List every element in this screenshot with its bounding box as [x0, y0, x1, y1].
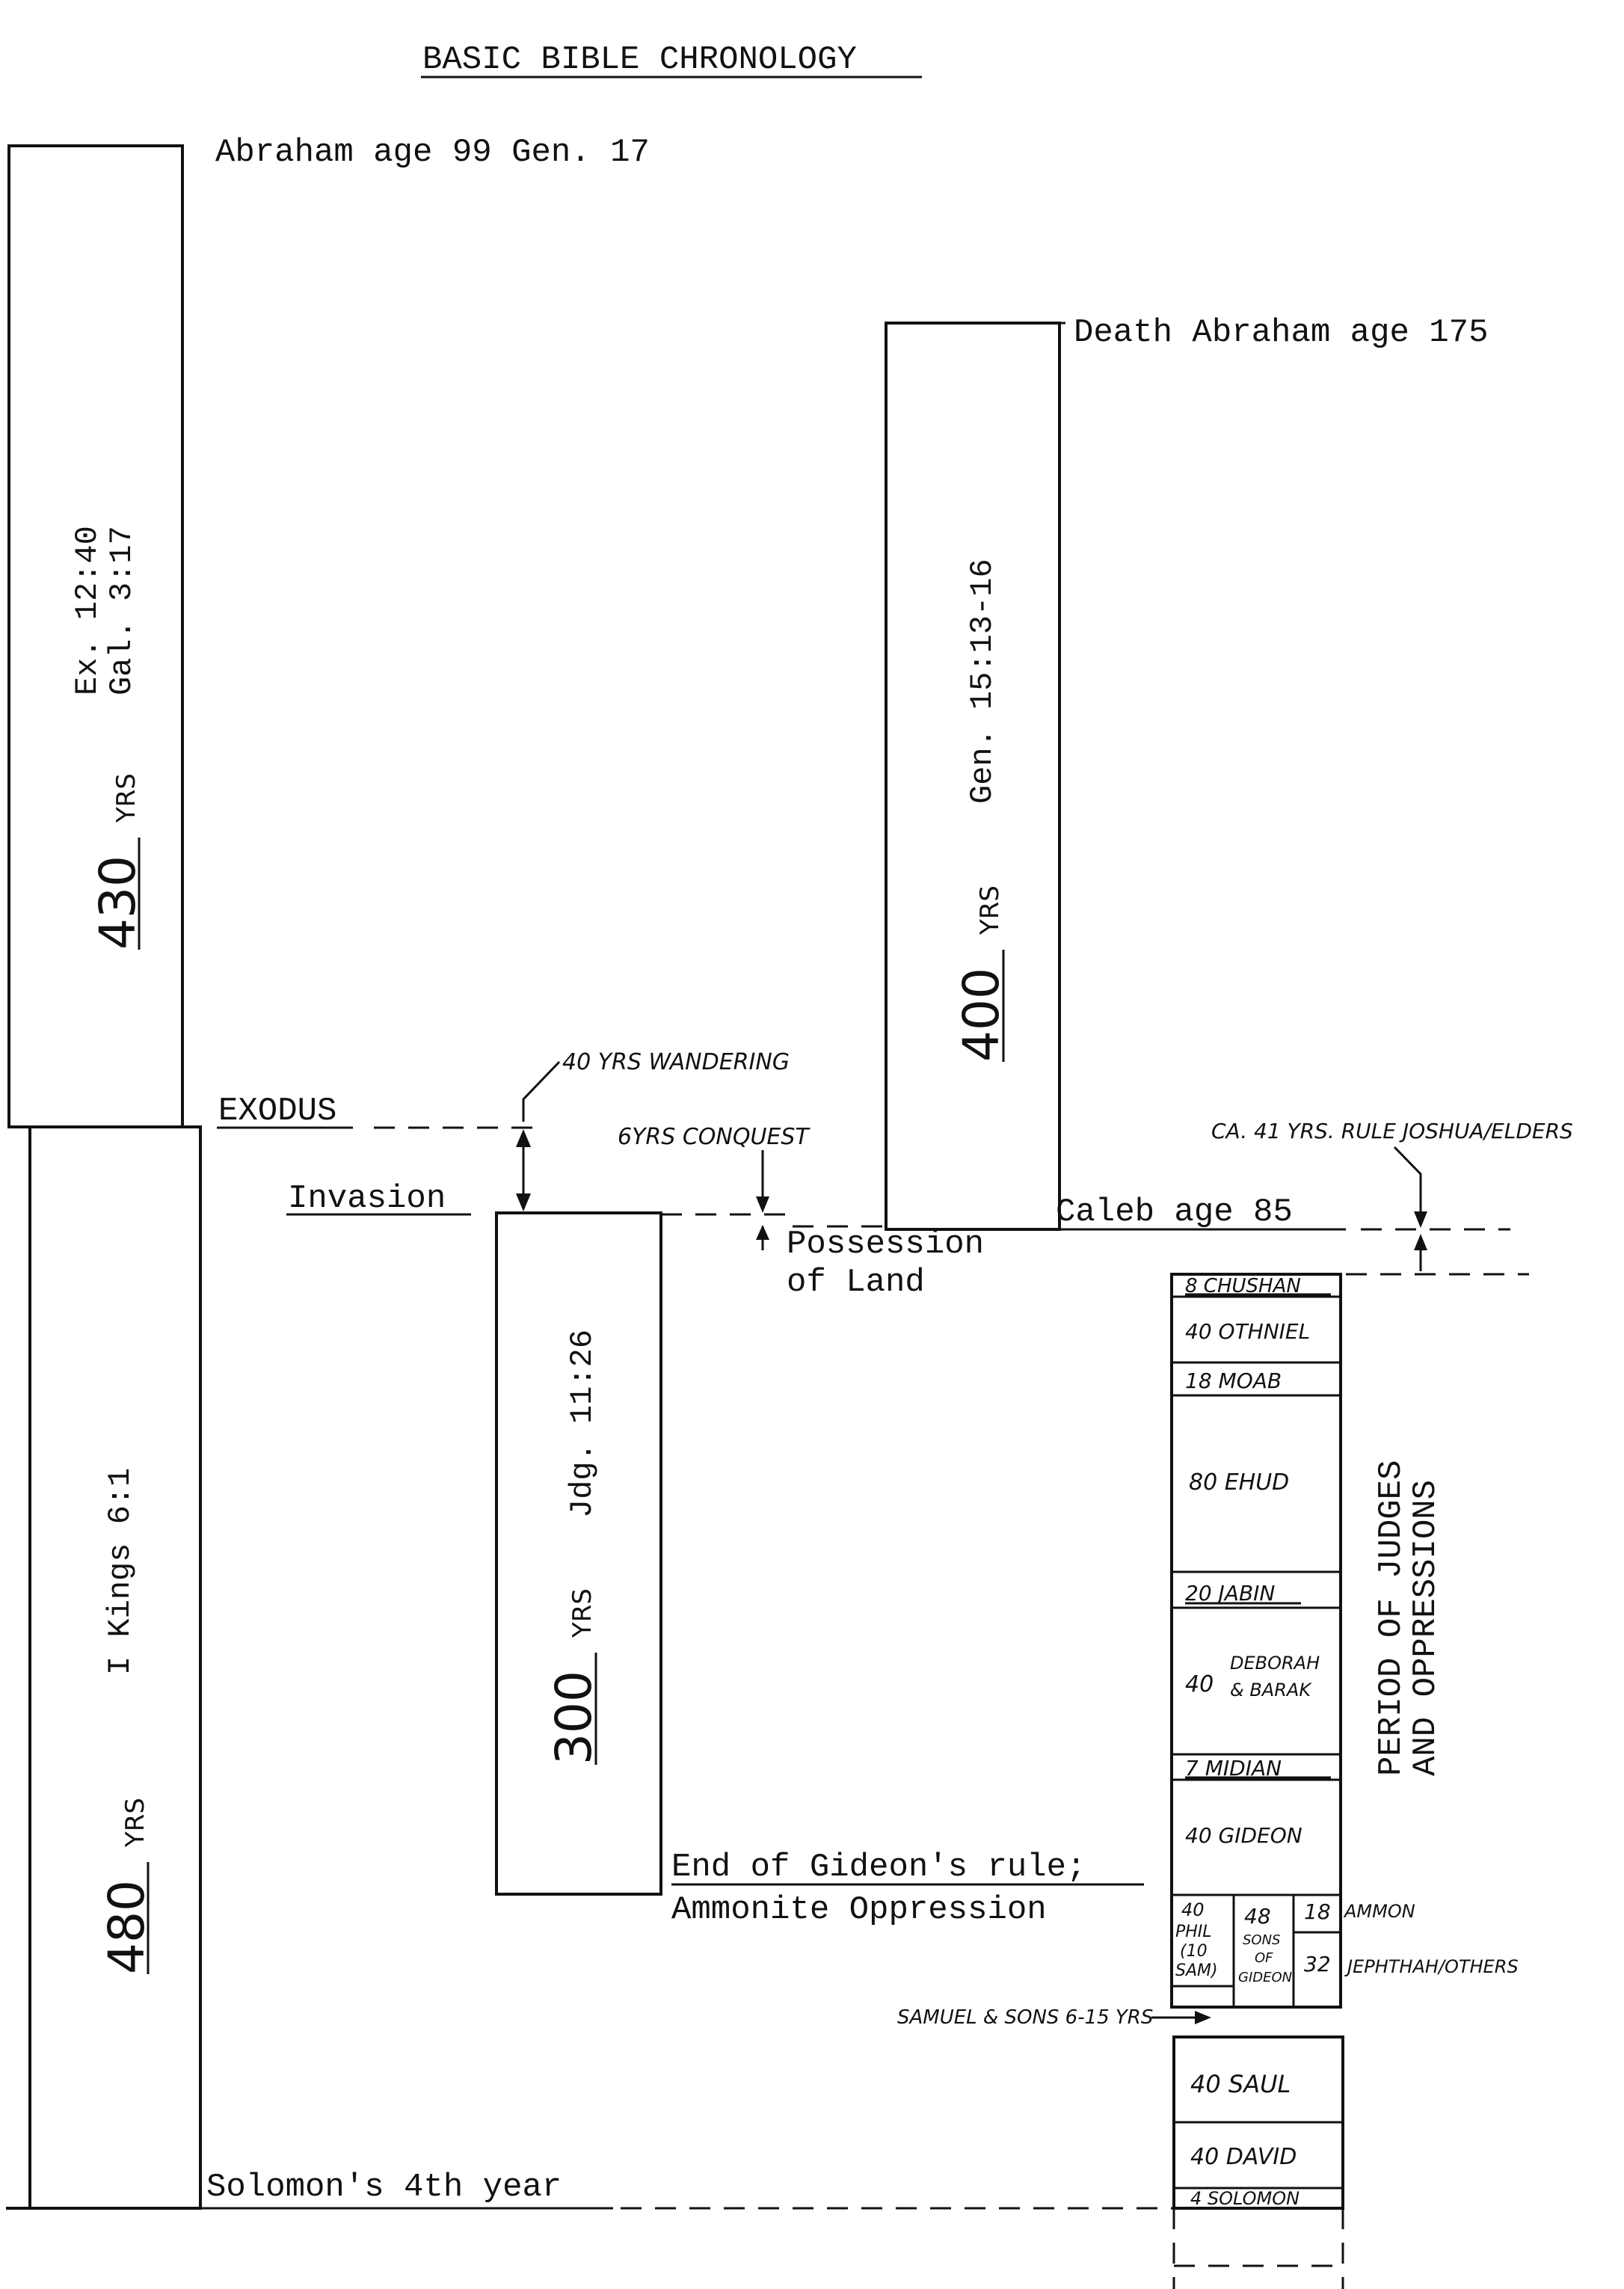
label-exodus: EXODUS [218, 1093, 336, 1130]
phil-line3: (10 [1180, 1942, 1208, 1961]
judge-deborah-line1: DEBORAH [1230, 1653, 1320, 1674]
judge-gideon: 40 GIDEON [1185, 1823, 1302, 1848]
phil-line4: SAM) [1175, 1961, 1218, 1980]
samuel-arrow-head [1195, 2011, 1211, 2024]
bar-480-label: 480 YRS [98, 1798, 156, 1974]
label-samuel-sons: SAMUEL & SONS 6-15 YRS [897, 2006, 1153, 2029]
label-conquest: 6YRS CONQUEST [618, 1124, 811, 1150]
ammon-num: 18 [1304, 1899, 1331, 1924]
joshua-arrow-up [1414, 1234, 1427, 1250]
phil-line2: PHIL [1175, 1923, 1212, 1941]
phil-line1: 40 [1181, 1899, 1205, 1920]
bar-400-unit: YRS [975, 885, 1005, 935]
sons-line1: 48 [1244, 1904, 1271, 1929]
bar-430-refs: Ex. 12:40 Gal. 3:17 [70, 526, 140, 695]
king-saul: 40 SAUL [1190, 2070, 1291, 2098]
bar-430-number: 430 [89, 855, 147, 950]
jephthah-num: 32 [1304, 1952, 1331, 1976]
joshua-leader [1393, 1146, 1422, 1217]
conquest-arrow-down [756, 1196, 769, 1213]
diagram-title: BASIC BIBLE CHRONOLOGY [422, 41, 857, 79]
judge-ehud: 80 EHUD [1189, 1469, 1289, 1496]
wandering-leader [522, 1060, 561, 1122]
joshua-arrow-down [1414, 1211, 1427, 1228]
label-gideon-end-1: End of Gideon's rule; [671, 1849, 1086, 1886]
bar-430-label: 430 YRS [89, 773, 147, 950]
bar-430-unit: YRS [111, 773, 141, 823]
judge-othniel: 40 OTHNIEL [1185, 1319, 1310, 1344]
sons-line4: GIDEON [1238, 1970, 1292, 1985]
label-caleb: Caleb age 85 [1056, 1193, 1293, 1231]
label-joshua-elders: CA. 41 YRS. RULE JOSHUA/ELDERS [1211, 1119, 1573, 1143]
bar-300-years [495, 1211, 662, 1896]
bar-300-ref: Jdg. 11:26 [565, 1330, 600, 1518]
label-invasion: Invasion [288, 1180, 446, 1217]
label-possession-2: of Land [787, 1264, 925, 1301]
label-ammon: AMMON [1343, 1901, 1415, 1922]
label-jephthah: JEPHTHAH/OTHERS [1344, 1956, 1519, 1977]
label-solomon-4th: Solomon's 4th year [206, 2169, 562, 2206]
label-possession-1: Possession [787, 1226, 984, 1263]
bar-300-label: 300 YRS [545, 1588, 603, 1765]
judge-jabin: 20 JABIN [1185, 1581, 1275, 1606]
bar-300-number: 300 [545, 1671, 603, 1765]
bar-480-years [28, 1125, 202, 2210]
kings-column: 40 SAUL 40 DAVID 4 SOLOMON [1172, 2035, 1344, 2210]
wandering-arrow-down [516, 1193, 531, 1211]
label-wandering: 40 YRS WANDERING [562, 1049, 790, 1075]
conquest-arrow-up [756, 1225, 769, 1240]
judge-deborah-num: 40 [1185, 1671, 1214, 1697]
bar-480-unit: YRS [120, 1798, 150, 1848]
bar-480-ref: I Kings 6:1 [102, 1468, 138, 1675]
sons-line2: SONS [1243, 1932, 1280, 1948]
judges-column: 8 CHUSHAN 40 OTHNIEL 18 MOAB 80 EHUD 20 … [1170, 1273, 1342, 2009]
bar-480-number: 480 [98, 1880, 156, 1974]
judge-deborah-line2: & BARAK [1230, 1680, 1312, 1700]
bar-400-label: 400 YRS [953, 885, 1010, 1062]
bar-300-unit: YRS [568, 1588, 597, 1638]
period-label-1: PERIOD OF JUDGES [1373, 1460, 1410, 1776]
bar-430-ref-exodus: Ex. 12:40 [70, 526, 105, 695]
bar-400-number: 400 [953, 968, 1010, 1062]
judge-moab: 18 MOAB [1185, 1368, 1282, 1393]
king-david: 40 DAVID [1190, 2144, 1297, 2170]
wandering-arrow-up [516, 1129, 531, 1147]
king-solomon: 4 SOLOMON [1190, 2188, 1299, 2209]
bar-400-years [885, 322, 1061, 1231]
sons-line3: OF [1255, 1950, 1273, 1966]
label-gideon-end-2: Ammonite Oppression [671, 1891, 1047, 1929]
period-label-2: AND OPPRESSIONS [1407, 1480, 1445, 1776]
label-death-abraham: Death Abraham age 175 [1074, 314, 1489, 351]
label-abraham-99: Abraham age 99 Gen. 17 [215, 134, 650, 171]
bar-430-ref-galatians: Gal. 3:17 [104, 526, 140, 695]
bar-400-ref: Gen. 15:13-16 [965, 559, 1000, 804]
